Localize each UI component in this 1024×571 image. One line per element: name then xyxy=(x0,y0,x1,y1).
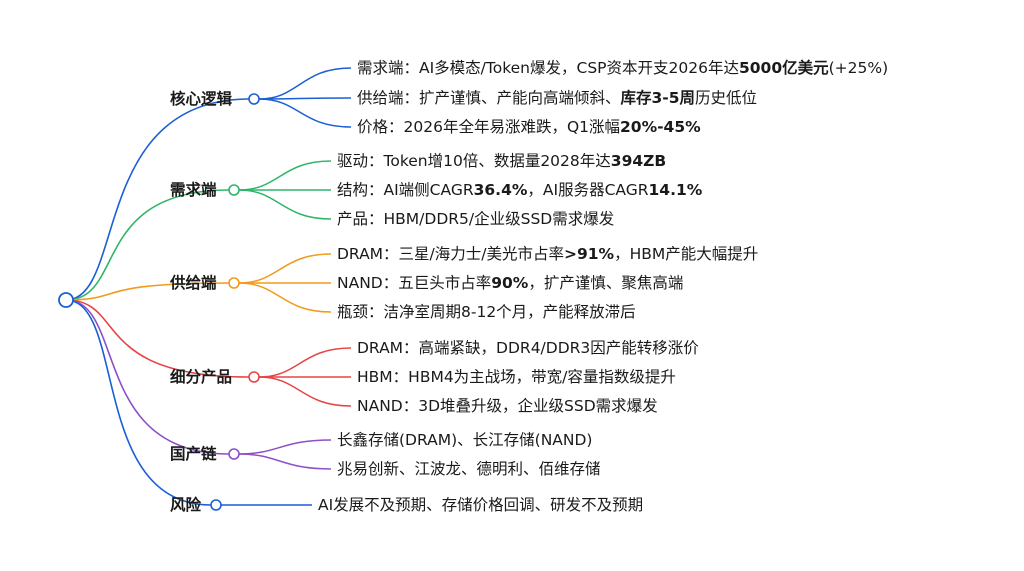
leaf-text-segment: 价格：2026年全年易涨难跌，Q1涨幅 xyxy=(357,118,621,136)
branch-connector xyxy=(65,282,230,301)
leaf-text-segment: DRAM：高端紧缺，DDR4/DDR3因产能转移涨价 xyxy=(357,339,699,357)
leaf-text-segment: NAND：3D堆叠升级，企业级SSD需求爆发 xyxy=(357,397,658,415)
leaf-connector xyxy=(238,160,332,191)
leaf-connector xyxy=(258,97,352,100)
leaf-text: 价格：2026年全年易涨难跌，Q1涨幅20%-45% xyxy=(357,117,701,137)
branch-label: 国产链 xyxy=(170,445,217,463)
leaf-text-segment: 产品：HBM/DDR5/企业级SSD需求爆发 xyxy=(337,210,615,228)
leaf-text: 产品：HBM/DDR5/企业级SSD需求爆发 xyxy=(337,209,614,229)
branch-connector xyxy=(65,189,230,301)
leaf-text: 结构：AI端侧CAGR36.4%，AI服务器CAGR14.1% xyxy=(337,180,702,200)
leaf-connector xyxy=(238,282,332,313)
leaf-text: 驱动：Token增10倍、数据量2028年达394ZB xyxy=(337,151,666,171)
leaf-highlight-value: 5000亿美元 xyxy=(738,59,829,77)
leaf-text-segment: 瓶颈：洁净室周期8-12个月，产能释放滞后 xyxy=(337,303,636,321)
leaf-highlight-value: 14.1% xyxy=(648,181,703,199)
leaf-connector xyxy=(238,439,332,455)
leaf-text-segment: NAND：五巨头市占率 xyxy=(337,274,492,292)
branch-label: 供给端 xyxy=(170,274,217,292)
leaf-text: 瓶颈：洁净室周期8-12个月，产能释放滞后 xyxy=(337,302,636,322)
leaf-highlight-value: 库存3-5周 xyxy=(620,89,696,107)
leaf-highlight-value: 36.4% xyxy=(473,181,528,199)
leaf-text-segment: ，HBM产能大幅提升 xyxy=(614,245,759,263)
leaf-connector xyxy=(258,376,352,407)
leaf-text: 兆易创新、江波龙、德明利、佰维存储 xyxy=(337,459,601,479)
leaf-text-segment: ，扩产谨慎、聚焦高端 xyxy=(528,274,684,292)
leaf-text: DRAM：高端紧缺，DDR4/DDR3因产能转移涨价 xyxy=(357,338,699,358)
leaf-text-segment: 结构：AI端侧CAGR xyxy=(337,181,474,199)
leaf-text: DRAM：三星/海力士/美光市占率>91%，HBM产能大幅提升 xyxy=(337,244,758,264)
leaf-text: 长鑫存储(DRAM)、长江存储(NAND) xyxy=(337,430,592,450)
branch-node-circle xyxy=(228,277,240,289)
branch-connector xyxy=(65,299,212,506)
branch-label: 细分产品 xyxy=(170,368,233,386)
leaf-text-segment: AI发展不及预期、存储价格回调、研发不及预期 xyxy=(318,496,644,514)
branch-label: 风险 xyxy=(170,496,202,514)
leaf-connector xyxy=(238,253,332,284)
branch-node-circle xyxy=(210,499,222,511)
branch-node-circle xyxy=(228,448,240,460)
branch-connector xyxy=(65,299,230,455)
branch-node-circle xyxy=(228,184,240,196)
branch-connector xyxy=(65,299,250,378)
leaf-text: NAND：五巨头市占率90%，扩产谨慎、聚焦高端 xyxy=(337,273,683,293)
leaf-text: 供给端：扩产谨慎、产能向高端倾斜、库存3-5周历史低位 xyxy=(357,88,757,108)
leaf-text-segment: 需求端：AI多模态/Token爆发，CSP资本开支2026年达 xyxy=(357,59,739,77)
leaf-text: 需求端：AI多模态/Token爆发，CSP资本开支2026年达5000亿美元(+… xyxy=(357,58,888,78)
branch-label: 需求端 xyxy=(170,181,217,199)
leaf-text: HBM：HBM4为主战场，带宽/容量指数级提升 xyxy=(357,367,676,387)
leaf-text-segment: 驱动：Token增10倍、数据量2028年达 xyxy=(337,152,611,170)
leaf-connector xyxy=(258,67,352,100)
leaf-text-segment: ，AI服务器CAGR xyxy=(527,181,649,199)
leaf-highlight-value: >91% xyxy=(564,245,615,263)
branch-node-circle xyxy=(248,371,260,383)
leaf-text: NAND：3D堆叠升级，企业级SSD需求爆发 xyxy=(357,396,658,416)
leaf-highlight-value: 394ZB xyxy=(610,152,667,170)
leaf-text-segment: HBM：HBM4为主战场，带宽/容量指数级提升 xyxy=(357,368,676,386)
leaf-connector xyxy=(238,453,332,470)
leaf-text-segment: 长鑫存储(DRAM)、长江存储(NAND) xyxy=(337,431,593,449)
leaf-connector xyxy=(258,347,352,378)
leaf-text-segment: 历史低位 xyxy=(695,89,758,107)
leaf-text-segment: 供给端：扩产谨慎、产能向高端倾斜、 xyxy=(357,89,621,107)
leaf-connector xyxy=(258,98,352,128)
leaf-text: AI发展不及预期、存储价格回调、研发不及预期 xyxy=(318,495,643,515)
branch-label: 核心逻辑 xyxy=(170,90,233,108)
leaf-text-segment: (+25%) xyxy=(828,59,889,77)
leaf-text-segment: DRAM：三星/海力士/美光市占率 xyxy=(337,245,564,263)
branch-connector xyxy=(65,98,250,301)
leaf-connector xyxy=(238,189,332,220)
leaf-highlight-value: 90% xyxy=(491,274,529,292)
branch-node-circle xyxy=(248,93,260,105)
leaf-text-segment: 兆易创新、江波龙、德明利、佰维存储 xyxy=(337,460,601,478)
root-node-circle xyxy=(58,292,74,308)
leaf-highlight-value: 20%-45% xyxy=(620,118,701,136)
